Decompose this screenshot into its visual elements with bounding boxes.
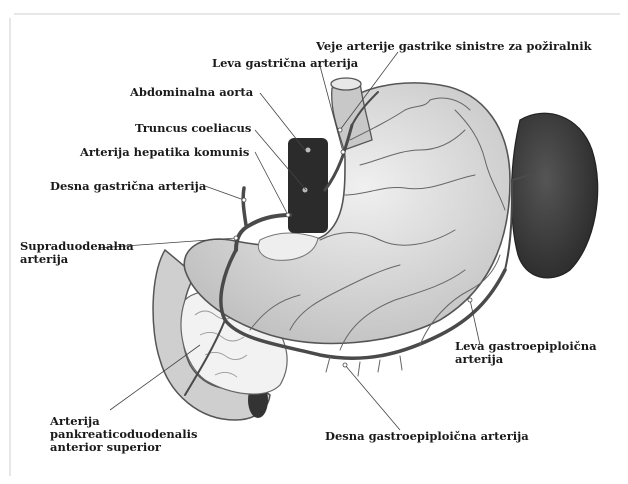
aorta-marker-1 <box>306 148 311 153</box>
label-veje-arterije-gastrike: Veje arterije gastrike sinistre za požir… <box>316 40 592 53</box>
label-arterija-pankreaticoduodenalis: Arterija pankreaticoduodenalis anterior … <box>50 415 197 454</box>
spleen <box>512 113 598 278</box>
label-leva-gastricna-arterija: Leva gastrična arterija <box>212 57 358 70</box>
label-desna-gastroepiploicna-arterija: Desna gastroepiploična arterija <box>325 430 529 443</box>
label-truncus-coeliacus: Truncus coeliacus <box>135 122 251 135</box>
label-arterija-hepatika-komunis: Arterija hepatika komunis <box>80 146 249 159</box>
label-abdominalna-aorta: Abdominalna aorta <box>130 86 253 99</box>
label-supraduodenalna-arterija: Supraduodenalna arterija <box>20 240 134 266</box>
label-desna-gastricna-arterija: Desna gastrična arterija <box>50 180 206 193</box>
esophagus-opening <box>331 78 361 90</box>
label-leva-gastroepiploicna-arterija: Leva gastroepiploična arterija <box>455 340 597 366</box>
